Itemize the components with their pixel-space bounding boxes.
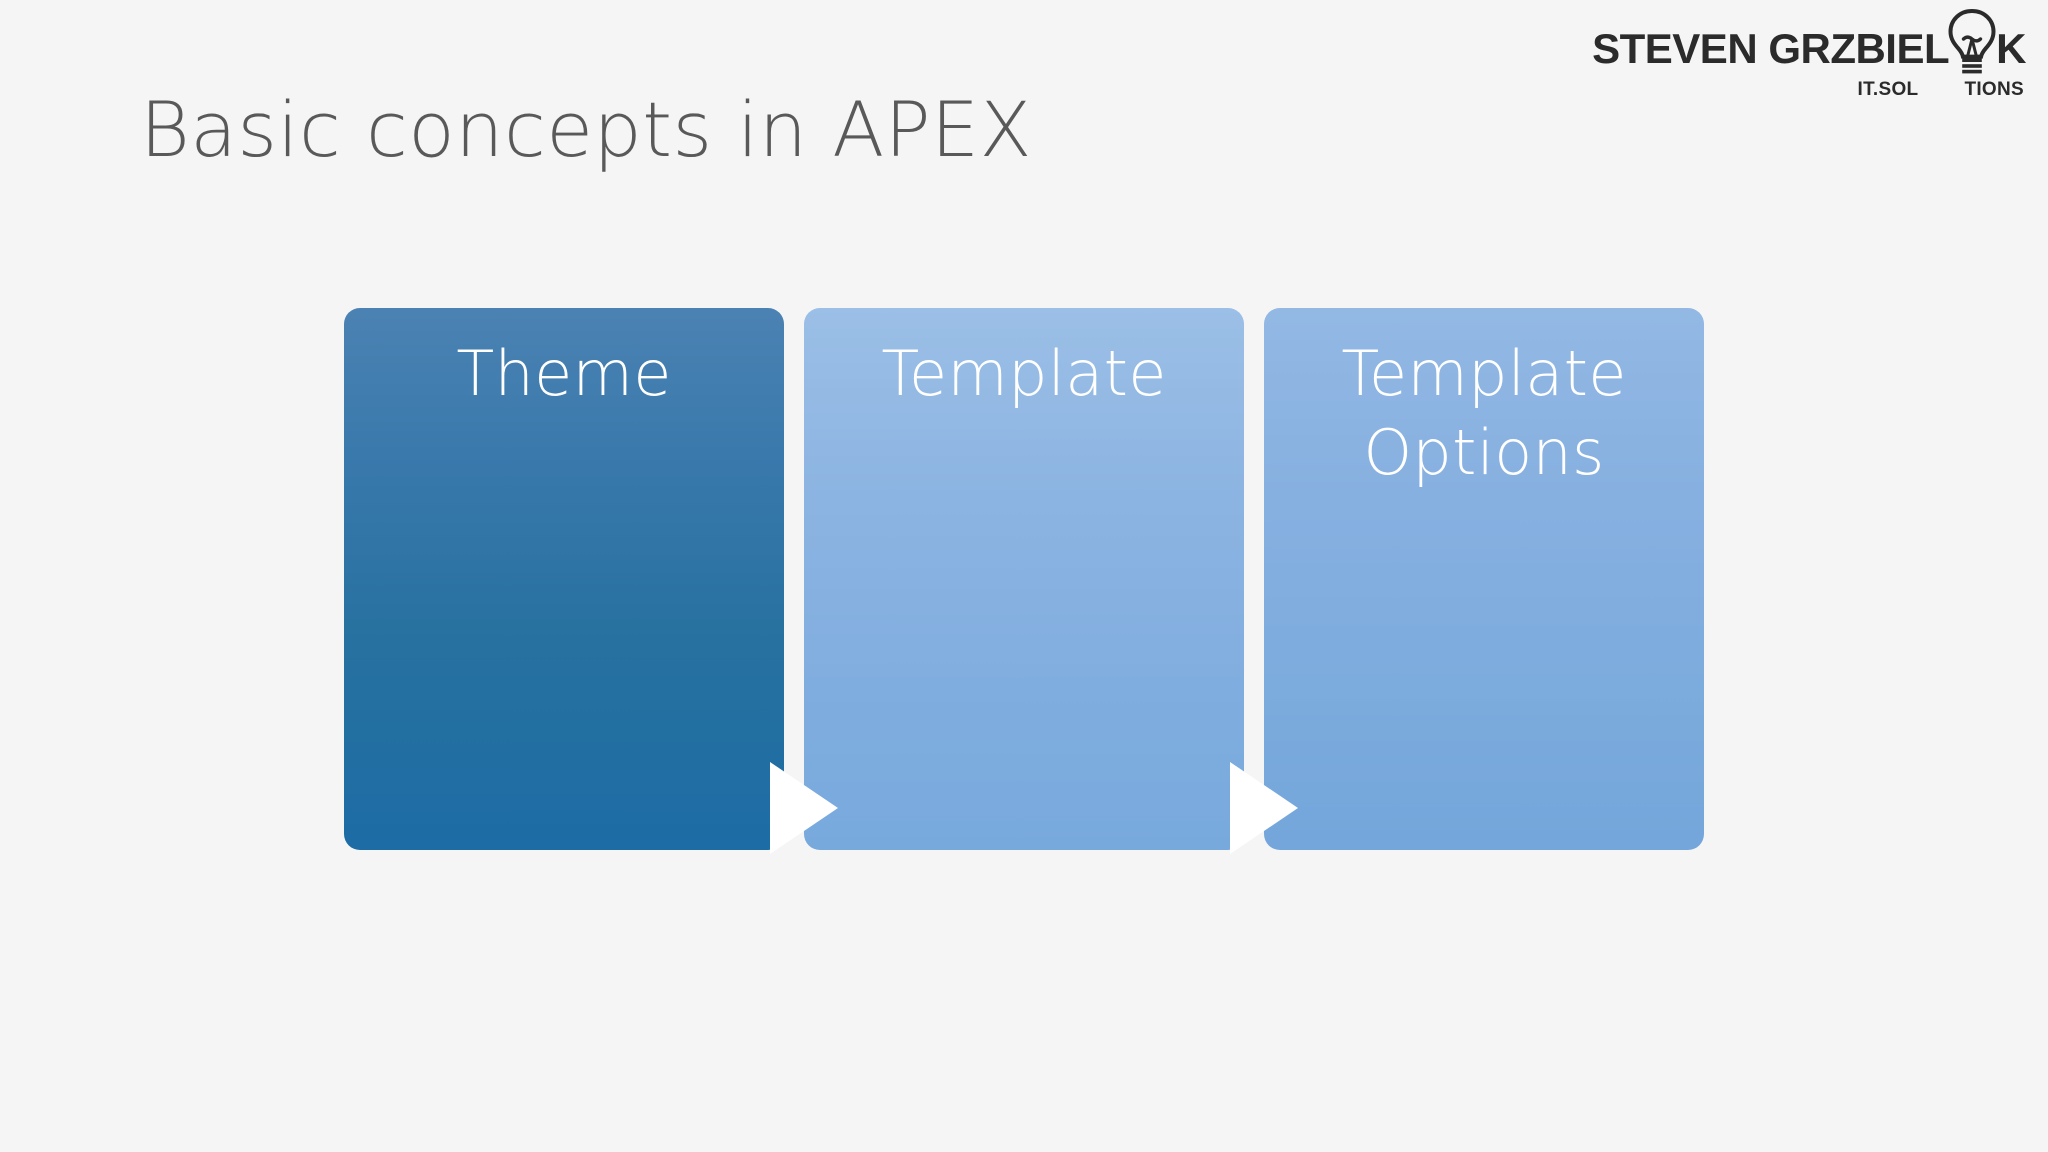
process-diagram: Theme Template Template Options (344, 308, 1704, 854)
process-step-label: Template Options (1341, 337, 1627, 490)
process-step-label: Theme (456, 337, 672, 410)
page-title: Basic concepts in APEX (140, 85, 1033, 174)
logo-tagline-left-text: IT.SOL (1857, 79, 1919, 100)
brand-logo: STEVEN GRZBIEL K IT.SOL TIONS (1556, 8, 2026, 114)
logo-tagline-right-text: TIONS (1964, 79, 2024, 100)
logo-wordmark-left-text: STEVEN GRZBIEL (1592, 25, 1950, 72)
process-step-label: Template (881, 337, 1167, 410)
logo-wordmark: STEVEN GRZBIEL K (1556, 8, 2026, 76)
logo-tagline: IT.SOL TIONS (1556, 80, 2026, 99)
process-step-template[interactable]: Template (804, 308, 1244, 850)
lightbulb-icon (1946, 8, 1998, 78)
process-step-template-options[interactable]: Template Options (1264, 308, 1704, 850)
process-step-theme[interactable]: Theme (344, 308, 784, 850)
logo-wordmark-right-text: K (1996, 25, 2026, 72)
